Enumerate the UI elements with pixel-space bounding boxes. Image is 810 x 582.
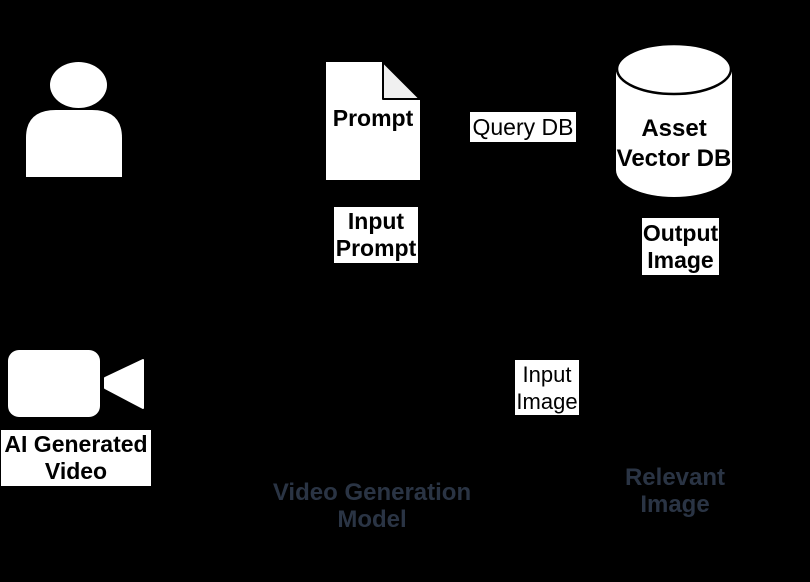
video-camera-icon	[8, 350, 144, 417]
query-db-label: Query DB	[470, 112, 576, 142]
prompt-document-node: Prompt	[326, 61, 421, 180]
asset-vector-db-node: Asset Vector DB	[615, 42, 733, 198]
document-icon	[326, 61, 421, 180]
database-cylinder-icon	[615, 42, 733, 197]
database-title: Asset Vector DB	[616, 115, 732, 172]
relevant-image-label: Relevant Image	[624, 464, 726, 518]
person-icon	[26, 62, 122, 177]
input-image-label: Input Image	[515, 360, 579, 415]
ai-generated-video-label: AI Generated Video	[1, 430, 151, 486]
document-title: Prompt	[332, 105, 414, 131]
input-prompt-label: Input Prompt	[334, 207, 418, 263]
video-generation-model-label: Video Generation Model	[272, 479, 472, 533]
output-image-label: Output Image	[642, 218, 719, 275]
